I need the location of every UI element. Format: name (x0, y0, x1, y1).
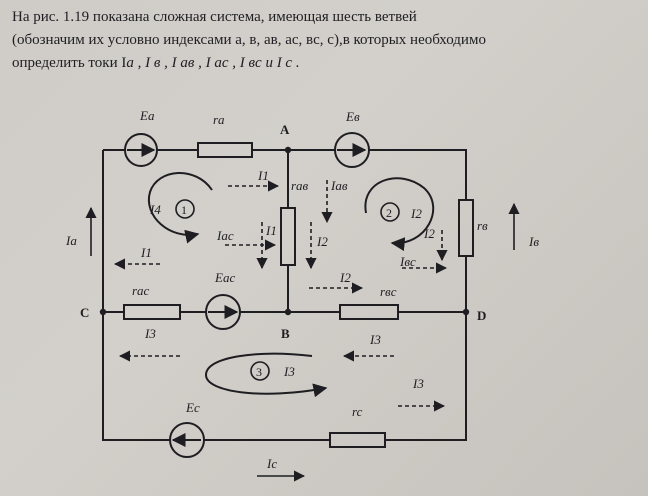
node-b-label: B (281, 326, 290, 341)
paragraph-line-2: (обозначим их условно индексами a, в, aв… (12, 29, 640, 52)
label-i3-left: I3 (144, 326, 156, 341)
node-c-label: C (80, 305, 89, 320)
label-i2-mid: I2 (339, 270, 351, 285)
label-i1-vertical: I1 (265, 223, 277, 238)
dashed-arrows (113, 180, 448, 412)
loop-2-arc (364, 177, 435, 252)
node-d-dot (462, 308, 470, 316)
label-eac: Eac (214, 270, 235, 285)
label-ic: Ic (266, 456, 277, 471)
loop-1-arc (147, 172, 213, 244)
label-rbc: rвc (380, 284, 397, 299)
node-d-label: D (477, 308, 486, 323)
label-ibc: Iвc (399, 254, 416, 269)
label-i4: I4 (149, 202, 161, 217)
node-b-dot (284, 308, 292, 316)
label-loop3-i3: I3 (283, 364, 295, 379)
paragraph-line-3: определить токи Ia , I в , I aв , I ac ,… (12, 52, 640, 75)
label-ra: ra (213, 112, 225, 127)
resistor-ra (197, 142, 253, 158)
loop-3-label: 3 (256, 365, 262, 379)
paragraph-line-1: На рис. 1.19 показана сложная система, и… (12, 6, 640, 29)
emf-source-ea (124, 133, 158, 167)
emf-source-eac (205, 294, 241, 330)
resistor-rc (329, 432, 386, 448)
label-i1-left: I1 (140, 245, 152, 260)
paragraph-line-2a-text: (обозначим их условно индексами a, в, aв… (12, 32, 343, 48)
label-iac: Iac (216, 228, 234, 243)
label-i2-vertical: I2 (316, 234, 328, 249)
label-ec: Ec (185, 400, 200, 415)
node-c-dot (99, 308, 107, 316)
paragraph-line-3-currents: a , I в , I aв , I ac , I вc и I c . (126, 55, 300, 71)
loop-3-arc (204, 352, 328, 398)
label-i3-bottom: I3 (412, 376, 424, 391)
label-rb: rв (477, 218, 488, 233)
label-rab: raв (291, 178, 309, 193)
label-ia: Ia (65, 233, 77, 248)
label-rac: rac (132, 283, 150, 298)
label-ib: Iв (528, 234, 539, 249)
loop-1-label: 1 (181, 203, 187, 217)
paragraph-line-1-text: На рис. 1.19 показана сложная система, и… (12, 9, 417, 25)
paragraph: На рис. 1.19 показана сложная система, и… (12, 6, 640, 75)
label-loop2-i2: I2 (410, 206, 422, 221)
label-rc: rc (352, 404, 363, 419)
resistor-rbc (339, 304, 399, 320)
circuit-wires (102, 149, 467, 441)
circuit-nodes (99, 146, 470, 316)
loop-arcs (147, 172, 435, 398)
emf-source-ec (169, 422, 205, 458)
loop-2-label: 2 (386, 206, 392, 220)
paragraph-line-3-text: определить токи I (12, 55, 127, 71)
node-a-label: A (280, 122, 290, 137)
label-eb: Eв (345, 109, 360, 124)
label-ea: Ea (139, 108, 155, 123)
resistor-rac (123, 304, 181, 320)
resistors (123, 142, 474, 448)
label-iab: Iaв (330, 178, 348, 193)
loop-3-marker (250, 361, 270, 381)
emf-source-eb (334, 132, 370, 168)
node-a-dot (284, 146, 292, 154)
label-i3-right: I3 (369, 332, 381, 347)
emf-sources (124, 132, 370, 458)
resistor-rab (280, 207, 296, 266)
paragraph-line-2b-text: в которых необходимо (342, 32, 486, 48)
solid-arrows (85, 202, 520, 482)
resistor-rb (458, 199, 474, 257)
loop-1-marker (175, 199, 195, 219)
label-i2-right: I2 (423, 226, 435, 241)
loop-2-marker (380, 202, 400, 222)
label-i1-top: I1 (257, 168, 269, 183)
